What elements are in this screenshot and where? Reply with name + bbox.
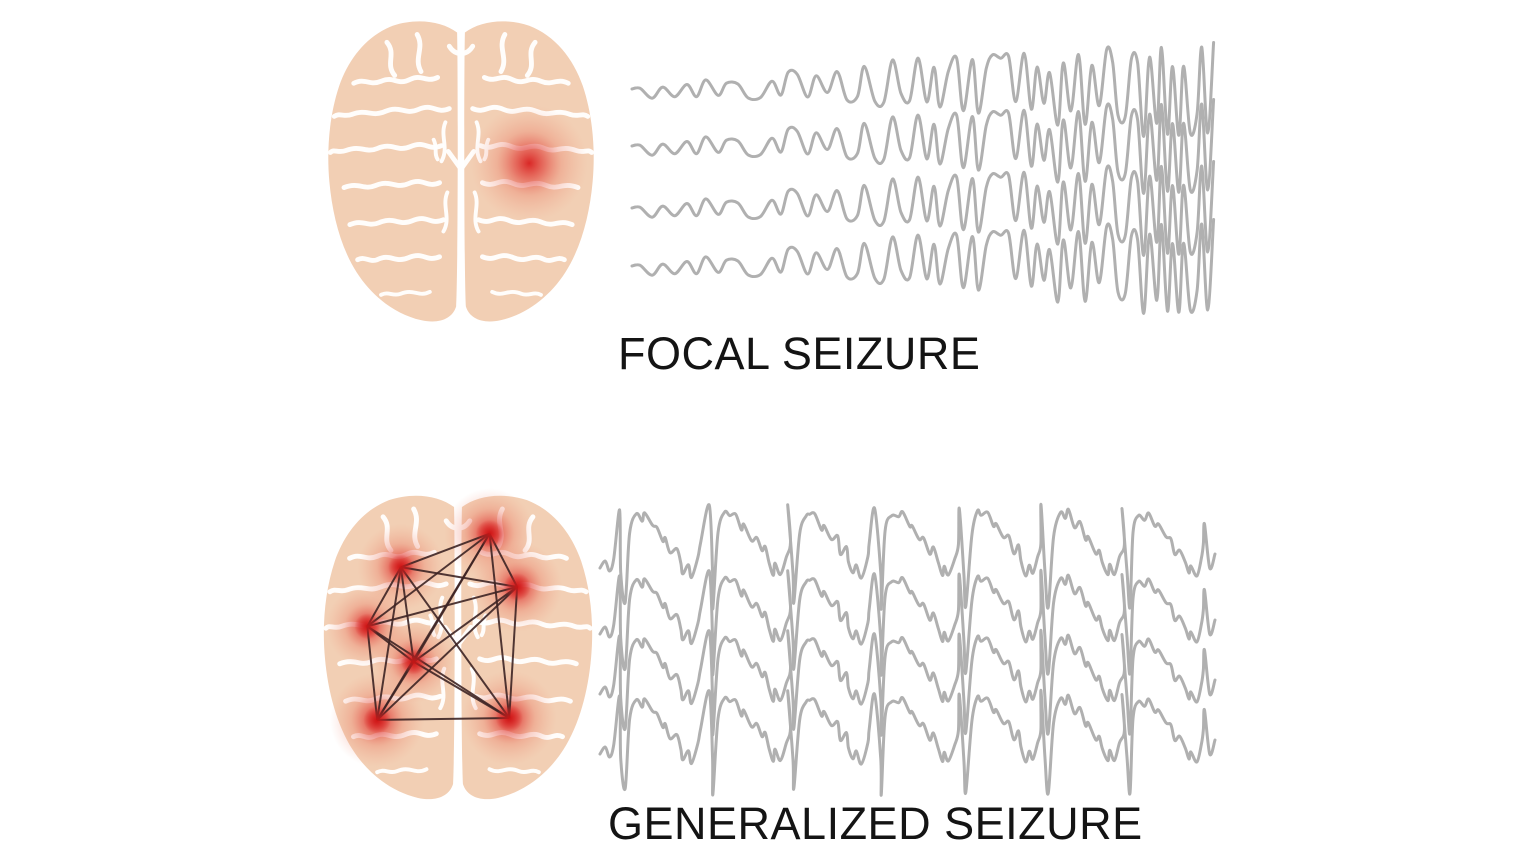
network-edge xyxy=(488,533,511,719)
eeg-trace-row-1 xyxy=(598,503,1217,611)
seizure-focus-core xyxy=(388,554,414,580)
focal-seizure-focus-glow xyxy=(470,104,588,222)
seizure-network-lines xyxy=(366,532,519,721)
seizure-focus-core xyxy=(354,613,381,640)
eeg-trace-row-4 xyxy=(630,218,1216,315)
network-edge xyxy=(366,625,510,719)
generalized-foci-cores xyxy=(354,519,531,734)
network-edge xyxy=(400,532,490,569)
generalized-seizure-label: GENERALIZED SEIZURE xyxy=(608,798,1143,849)
eeg-trace-row-2 xyxy=(598,569,1217,677)
seizure-focus-core xyxy=(475,519,504,548)
network-edge xyxy=(366,626,379,721)
network-edge xyxy=(376,586,518,721)
seizure-focus-core xyxy=(400,648,427,675)
seizure-focus-core xyxy=(503,573,531,601)
network-edge xyxy=(399,567,415,662)
generalized-brain-illustration xyxy=(320,488,596,806)
network-edge xyxy=(508,586,519,719)
network-edge xyxy=(367,585,518,628)
focal-seizure-label: FOCAL SEIZURE xyxy=(618,328,981,379)
seizure-focus-glow xyxy=(470,104,588,222)
network-edge xyxy=(377,716,510,721)
eeg-trace-row-3 xyxy=(630,160,1216,257)
seizure-focus-core xyxy=(363,706,391,734)
network-edge xyxy=(366,532,491,628)
focal-brain-illustration xyxy=(322,15,600,327)
eeg-trace-row-2 xyxy=(630,98,1216,195)
eeg-trace-row-3 xyxy=(598,629,1217,737)
network-edge xyxy=(413,660,510,719)
focal-eeg-traces xyxy=(630,41,1216,315)
network-edge xyxy=(400,566,518,588)
seizure-focus-core xyxy=(495,704,524,732)
network-edge xyxy=(400,566,511,719)
eeg-trace-row-1 xyxy=(630,41,1216,138)
generalized-eeg-traces xyxy=(598,503,1217,797)
network-edge xyxy=(413,586,518,663)
eeg-trace-row-4 xyxy=(598,689,1217,797)
